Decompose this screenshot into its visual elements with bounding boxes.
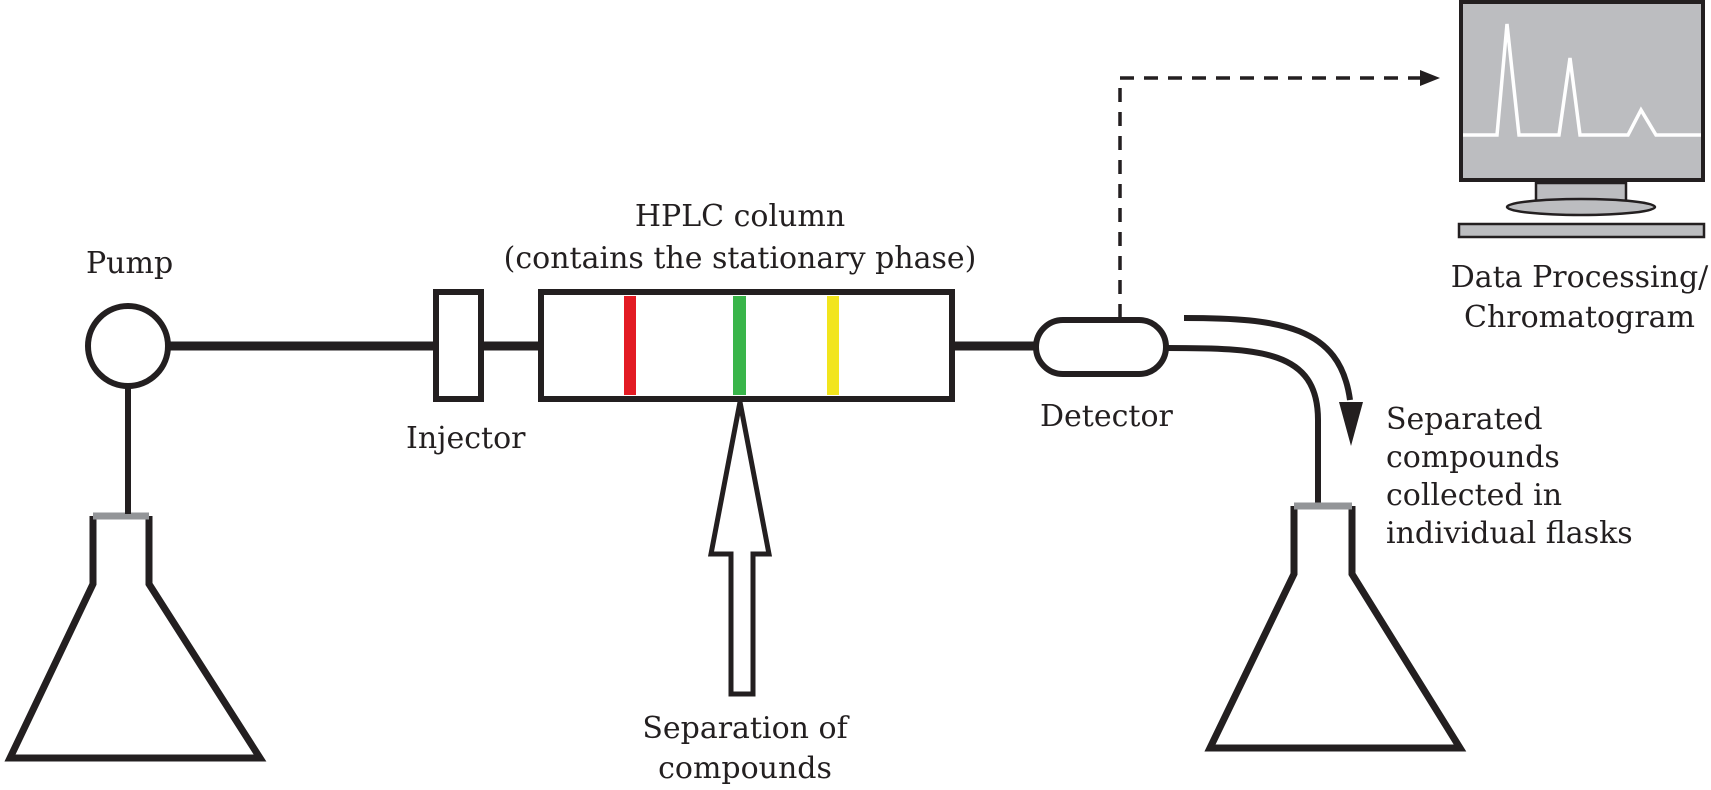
signal-arrowhead [1420, 70, 1440, 86]
detector-label: Detector [1040, 399, 1173, 434]
pump [85, 303, 171, 389]
detector [1033, 317, 1169, 377]
separation-label-line-1: Separation of [642, 711, 848, 746]
flow-arrowhead [1339, 402, 1363, 446]
pump-label: Pump [86, 246, 174, 281]
flow-arrow [1183, 315, 1353, 401]
injector-label: Injector [406, 421, 526, 456]
band-green [733, 296, 746, 395]
separation-arrow [707, 401, 773, 697]
monitor-base [1505, 197, 1657, 217]
signal-dashed-line [1118, 76, 1420, 318]
collected-label: Separated compounds collected in individ… [1386, 401, 1633, 553]
hplc-column [538, 289, 955, 402]
monitor-screen [1459, 0, 1705, 182]
data-processing-label-line-2: Chromatogram [1463, 300, 1695, 335]
separation-label: Separation of compounds [610, 709, 880, 789]
collected-label-line-4: individual flasks [1386, 516, 1633, 551]
separation-label-line-2: compounds [658, 751, 832, 786]
band-yellow [827, 296, 839, 395]
band-red [624, 296, 636, 395]
solvent-flask [4, 512, 267, 762]
column-subtitle: (contains the stationary phase) [503, 241, 977, 276]
detector-to-flask-tube [1165, 345, 1321, 505]
chromatogram-trace [1463, 23, 1701, 137]
collected-label-line-2: compounds [1386, 440, 1560, 475]
collected-label-line-3: collected in [1386, 478, 1563, 513]
data-processing-label: Data Processing/ Chromatogram [1448, 258, 1711, 338]
column-title: HPLC column [634, 199, 846, 234]
collection-flask [1204, 502, 1467, 752]
collected-label-line-1: Separated [1386, 402, 1543, 437]
data-processing-label-line-1: Data Processing/ [1450, 260, 1709, 295]
injector [433, 289, 484, 402]
keyboard [1457, 222, 1706, 239]
computer [1457, 0, 1706, 239]
